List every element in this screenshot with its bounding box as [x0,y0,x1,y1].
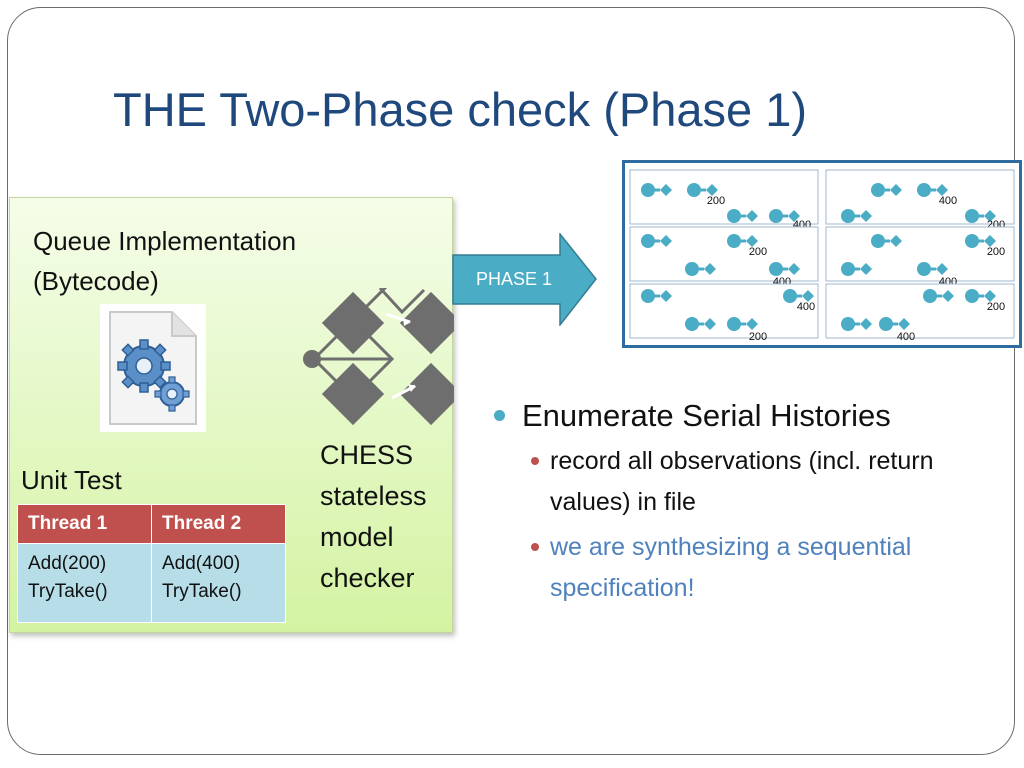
table-header-thread1: Thread 1 [17,504,152,544]
history-event-icon [841,317,872,331]
history-event-icon [769,262,800,276]
history-event-icon [769,209,800,223]
history-event-icon [965,209,996,223]
history-event-icon [687,183,718,197]
history-event-icon [841,262,872,276]
phase-1-label: PHASE 1 [476,269,552,289]
queue-heading-line1: Queue Implementation [33,226,297,256]
queue-heading-line2: (Bytecode) [33,266,159,296]
history-value-label: 200 [987,301,1005,313]
history-event-icon [727,234,758,248]
slide-title: THE Two-Phase check (Phase 1) [113,83,807,136]
bullet-sub-2-text: we are synthesizing a sequential specifi… [550,533,912,602]
chess-line: checker [320,563,415,593]
history-event-icon [917,183,948,197]
bullet-list: Enumerate Serial Histories record all ob… [490,395,1010,609]
history-event-icon [641,234,672,248]
history-event-icon [841,209,872,223]
table-header-row: Thread 1 Thread 2 [17,504,286,544]
history-event-icon [871,183,902,197]
history-event-icon [917,262,948,276]
history-value-label: 400 [797,301,815,313]
bullet-main: Enumerate Serial Histories [490,395,1010,437]
history-cell: 400 200 [629,283,819,343]
history-event-icon [783,289,814,303]
queue-heading: Queue Implementation (Bytecode) [33,221,296,301]
history-event-icon [879,317,910,331]
table-cell-line: Add(200) [28,553,107,574]
bullet-sub-1-text: record all observations (incl. return va… [550,447,934,516]
chess-line: CHESS [320,440,414,470]
phase-1-arrow: PHASE 1 [452,233,597,326]
history-event-icon [727,209,758,223]
history-value-label: 200 [987,246,1005,258]
table-cell-line: Add(400) [162,553,241,574]
chess-line: model [320,522,394,552]
chess-description: CHESS stateless model checker [320,435,427,599]
history-event-icon [923,289,954,303]
history-cell: 200 400 [825,283,1015,343]
history-event-icon [965,289,996,303]
bullet-dot-icon [531,543,539,551]
table-cell-line: TryTake() [162,581,242,602]
history-value-label: 400 [939,195,957,207]
chess-logo-icon [303,288,454,426]
history-event-icon [727,317,758,331]
history-event-icon [685,262,716,276]
bullet-sub-2: we are synthesizing a sequential specifi… [490,527,1010,609]
table-cell-thread1: Add(200) TryTake() [17,543,152,623]
table-header-thread2: Thread 2 [151,504,286,544]
history-event-icon [965,234,996,248]
history-value-label: 200 [749,331,767,343]
table-row: Add(200) TryTake() Add(400) TryTake() [17,543,286,623]
gear-icon [117,339,190,412]
history-value-label: 200 [707,195,725,207]
unit-test-label: Unit Test [21,465,122,495]
bullet-main-text: Enumerate Serial Histories [522,398,891,433]
history-value-label: 400 [897,331,915,343]
table-cell-thread2: Add(400) TryTake() [151,543,286,623]
history-event-icon [685,317,716,331]
unit-test-table: Thread 1 Thread 2 Add(200) TryTake() Add… [17,504,286,623]
history-event-icon [641,183,672,197]
chess-line: stateless [320,481,427,511]
history-event-icon [871,234,902,248]
history-event-icon [641,289,672,303]
bullet-dot-icon [494,410,505,421]
table-cell-line: TryTake() [28,581,108,602]
bytecode-file-icon [100,304,206,432]
bullet-dot-icon [531,457,539,465]
bullet-sub-1: record all observations (incl. return va… [490,441,1010,523]
history-value-label: 200 [749,246,767,258]
